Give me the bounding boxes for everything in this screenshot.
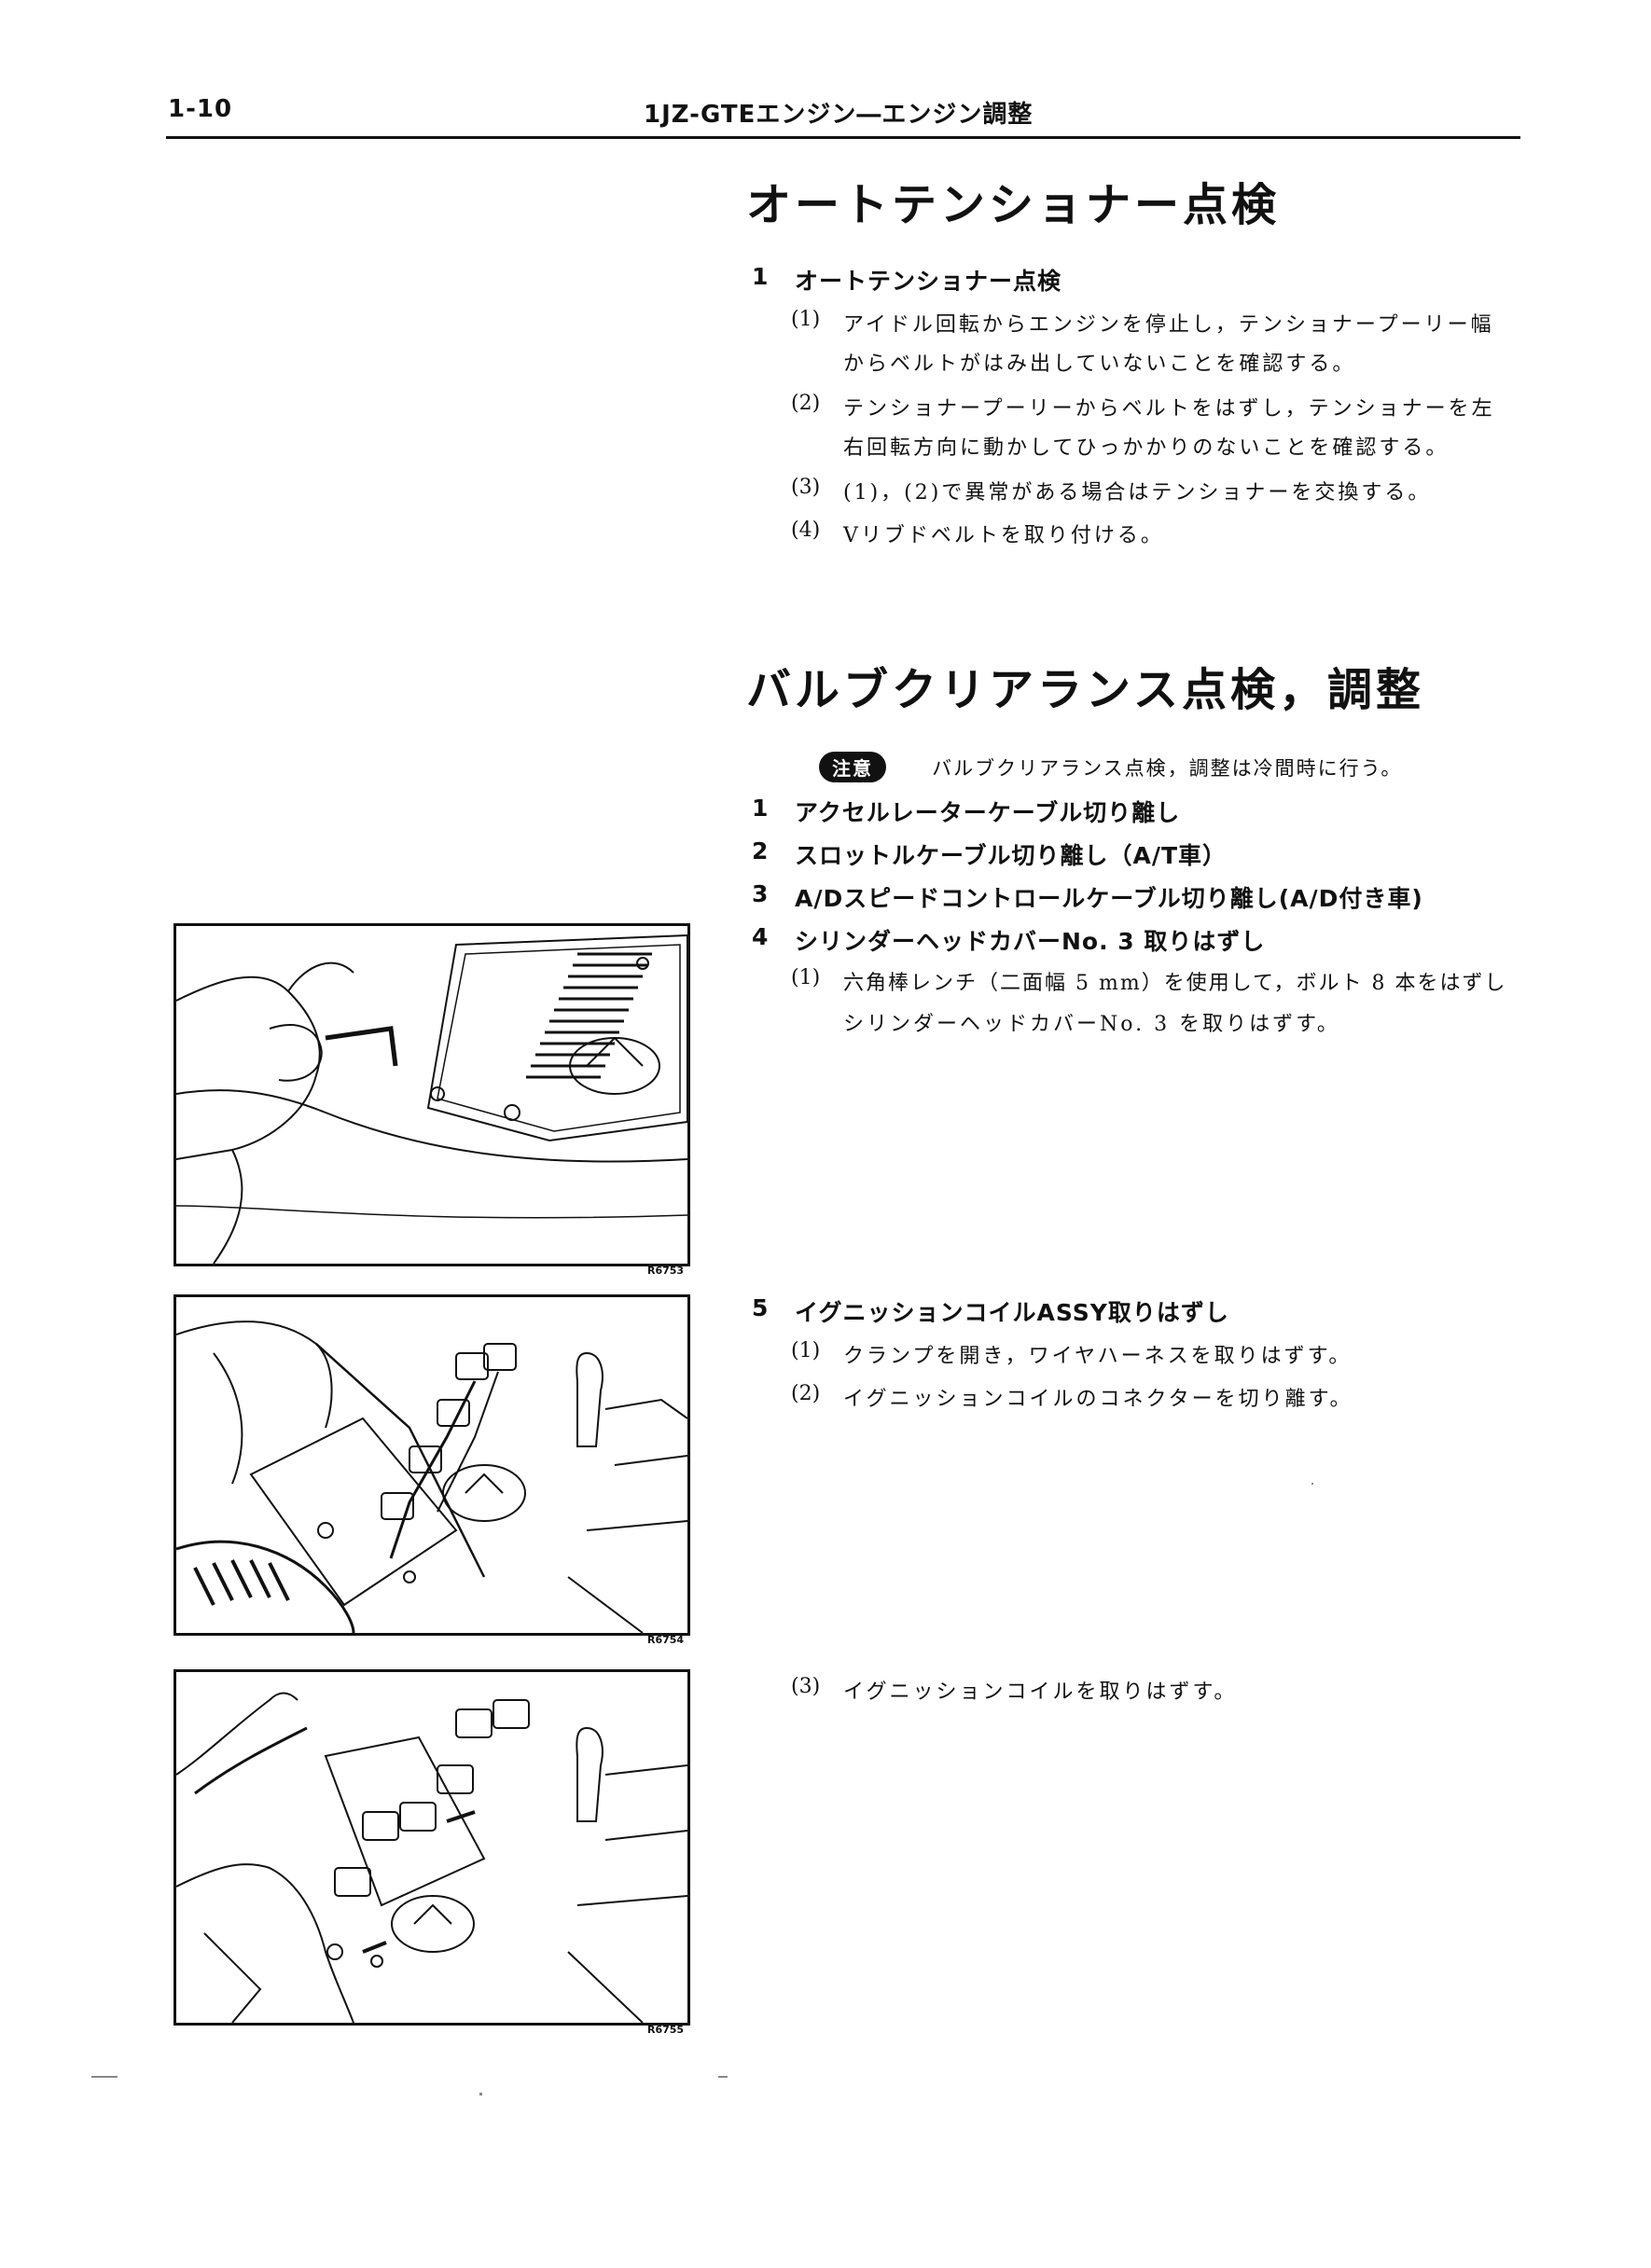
- s2-step5-number: 5: [752, 1294, 769, 1321]
- ignition-coil-harness-illustration: [176, 1321, 687, 1633]
- figure-r6755: [173, 1669, 690, 2026]
- ignition-coil-removal-illustration: [176, 1692, 687, 2023]
- header-rule: [166, 136, 1520, 139]
- s2-step3-number: 3: [752, 880, 769, 907]
- s1-item4-num: (4): [791, 519, 821, 542]
- s2-step1-label: アクセルレーターケーブル切り離し: [795, 799, 1181, 826]
- s1-item1-line1: アイドル回転からエンジンを停止し，テンショナープーリー幅: [843, 313, 1494, 337]
- scan-speck: [91, 2076, 118, 2078]
- s1-item2-num: (2): [791, 392, 821, 415]
- s2-step4-number: 4: [752, 923, 769, 950]
- s1-item1-line2: からベルトがはみ出していないことを確認する。: [843, 353, 1356, 376]
- s2-step5-item2-num: (2): [791, 1382, 821, 1405]
- scan-speck: [479, 2093, 482, 2095]
- s2-step2-number: 2: [752, 837, 769, 864]
- figure-r6753: [173, 923, 690, 1266]
- s2-step4-item1-line2: シリンダーヘッドカバーNo. 3 を取りはずす。: [843, 1013, 1340, 1036]
- s1-item3-num: (3): [791, 476, 821, 499]
- s1-item4-line1: Vリブドベルトを取り付ける。: [843, 524, 1164, 547]
- figure-code-r6754: R6754: [647, 1634, 685, 1646]
- caution-text: バルブクリアランス点検，調整は冷間時に行う。: [932, 757, 1403, 780]
- s2-step5-item2-text: イグニッションコイルのコネクターを切り離す。: [843, 1388, 1353, 1411]
- caution-badge: 注意: [819, 752, 886, 782]
- section1-step1-label: オートテンショナー点検: [795, 268, 1062, 295]
- s1-item2-line2: 右回転方向に動かしてひっかかりのないことを確認する。: [843, 436, 1450, 460]
- s2-step4-label: シリンダーヘッドカバーNo. 3 取りはずし: [795, 928, 1266, 955]
- figure-r6754: [173, 1294, 690, 1636]
- section1-step1-number: 1: [752, 263, 769, 290]
- section1-title: オートテンショナー点検: [746, 179, 1281, 231]
- page-number: 1-10: [168, 95, 233, 123]
- s1-item2-line1: テンショナープーリーからベルトをはずし，テンショナーを左: [843, 397, 1495, 421]
- figure-code-r6753: R6753: [647, 1265, 685, 1277]
- s1-item3-line1: (1)，(2)で異常がある場合はテンショナーを交換する。: [843, 481, 1432, 505]
- figure-code-r6755: R6755: [647, 2024, 685, 2036]
- s2-step5-item3-text: イグニッションコイルを取りはずす。: [843, 1680, 1238, 1704]
- s2-step5-item1-text: クランプを開き，ワイヤハーネスを取りはずす。: [843, 1345, 1353, 1368]
- section2-title: バルブクリアランス点検，調整: [746, 664, 1425, 716]
- s1-item1-num: (1): [791, 308, 821, 331]
- scan-speck: [718, 2076, 728, 2078]
- running-title: 1JZ-GTEエンジン―エンジン調整: [644, 101, 1034, 129]
- s2-step3-label: A/Dスピードコントロールケーブル切り離し(A/D付き車): [795, 885, 1423, 912]
- scan-speck: [1311, 1483, 1313, 1485]
- hex-wrench-removing-cover-illustration: [176, 933, 687, 1264]
- s2-step4-item1-line1: 六角棒レンチ（二面幅 5 mm）を使用して，ボルト 8 本をはずし: [843, 972, 1507, 995]
- s2-step2-label: スロットルケーブル切り離し（A/T車）: [795, 842, 1228, 869]
- s2-step5-item1-num: (1): [791, 1339, 821, 1362]
- s2-step1-number: 1: [752, 795, 769, 822]
- caution-note: 注意 バルブクリアランス点検，調整は冷間時に行う。: [819, 752, 1402, 782]
- s2-step4-item1-num: (1): [791, 966, 821, 989]
- s2-step5-label: イグニッションコイルASSY取りはずし: [795, 1299, 1229, 1326]
- s2-step5-item3-num: (3): [791, 1675, 821, 1698]
